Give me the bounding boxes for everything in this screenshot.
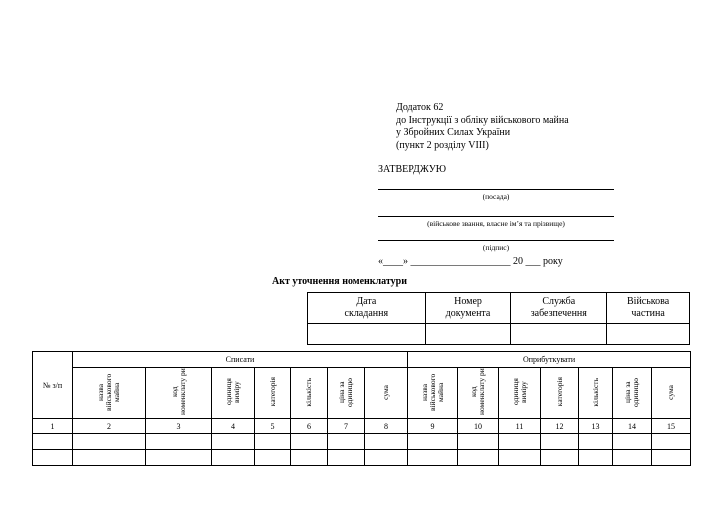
table-row	[32, 433, 692, 450]
row-number-header: № з/п	[32, 351, 73, 419]
capitalize-col-code: код номенклату ри	[457, 367, 500, 419]
capitalize-col-price: ціна за одиницю	[612, 367, 653, 419]
column-number: 13	[578, 418, 614, 434]
annex-line: (пункт 2 розділу VIII)	[396, 139, 489, 151]
table-cell	[290, 433, 328, 450]
column-number: 6	[290, 418, 328, 434]
rank-name-caption: (військове звання, власне ім’я та прізви…	[427, 219, 565, 228]
table-cell	[651, 449, 692, 466]
writeoff-col-quantity: кількість	[290, 367, 328, 419]
table-cell	[72, 433, 146, 450]
table-cell	[540, 449, 580, 466]
table-cell	[498, 449, 542, 466]
column-number: 3	[145, 418, 212, 434]
act-title: Акт уточнення номенклатури	[272, 276, 407, 287]
table-cell	[407, 433, 459, 450]
position-line	[378, 189, 614, 190]
column-number: 9	[407, 418, 459, 434]
annex-line: у Збройних Силах України	[396, 127, 511, 138]
capitalize-col-category: категорія	[540, 367, 580, 419]
table-cell	[578, 433, 614, 450]
table-cell	[612, 449, 653, 466]
table-cell	[457, 449, 500, 466]
table-cell	[612, 433, 653, 450]
info-cell-date	[307, 323, 426, 345]
rank-name-line	[378, 216, 614, 217]
signature-line	[378, 240, 614, 241]
writeoff-col-code: код номенклату ри	[145, 367, 212, 419]
table-cell	[457, 433, 500, 450]
approval-title: ЗАТВЕРДЖУЮ	[378, 164, 447, 175]
info-cell-unit	[606, 323, 690, 345]
table-cell	[498, 433, 542, 450]
table-cell	[363, 433, 409, 450]
writeoff-col-sum: сума	[363, 367, 409, 419]
nomenclature-table: № з/п Списати Оприбуткувати назва військ…	[32, 351, 692, 466]
column-number: 11	[498, 418, 542, 434]
table-cell	[211, 433, 255, 450]
table-cell	[363, 449, 409, 466]
column-number: 14	[612, 418, 653, 434]
annex-line: Додаток 62	[396, 102, 444, 113]
column-number: 10	[457, 418, 500, 434]
info-cell-service	[510, 323, 608, 345]
table-cell	[145, 449, 212, 466]
annex-block: Додаток 62 до Інструкції з обліку військ…	[396, 102, 569, 152]
column-number: 5	[254, 418, 291, 434]
table-cell	[211, 449, 255, 466]
column-number: 2	[72, 418, 146, 434]
writeoff-group-header: Списати	[71, 351, 409, 368]
column-number: 8	[363, 418, 409, 434]
table-cell	[32, 449, 73, 466]
capitalize-col-quantity: кількість	[578, 367, 614, 419]
column-number: 15	[651, 418, 692, 434]
column-number: 12	[540, 418, 580, 434]
annex-line: до Інструкції з обліку військового майна	[396, 114, 569, 126]
table-cell	[72, 449, 146, 466]
capitalize-col-sum: сума	[651, 367, 692, 419]
column-number: 1	[32, 418, 73, 434]
writeoff-col-unit: одиниця виміру	[211, 367, 255, 419]
table-cell	[254, 433, 291, 450]
position-caption: (посада)	[482, 192, 510, 201]
approval-date-line: «____» ____________________ 20 ___ року	[378, 256, 563, 267]
column-number: 4	[211, 418, 255, 434]
table-cell	[407, 449, 459, 466]
table-cell	[327, 449, 365, 466]
capitalize-group-header: Оприбуткувати	[407, 351, 692, 368]
writeoff-col-category: категорія	[254, 367, 291, 419]
column-number: 7	[327, 418, 365, 434]
table-cell	[327, 433, 365, 450]
table-cell	[290, 449, 328, 466]
table-cell	[254, 449, 291, 466]
table-cell	[651, 433, 692, 450]
table-cell	[578, 449, 614, 466]
table-cell	[32, 433, 73, 450]
column-number-row: 1 2 3 4 5 6 7 8 9 10 11 12 13 14 15	[32, 418, 692, 434]
signature-caption: (підпис)	[482, 243, 510, 252]
capitalize-col-name: назва військового майна	[407, 367, 459, 419]
info-cell-number	[424, 323, 512, 345]
writeoff-col-name: назва військового майна	[72, 367, 146, 419]
writeoff-col-price: ціна за одиницю	[327, 367, 365, 419]
table-row	[32, 449, 692, 466]
table-cell	[145, 433, 212, 450]
table-cell	[540, 433, 580, 450]
capitalize-col-unit: одиниця виміру	[498, 367, 542, 419]
